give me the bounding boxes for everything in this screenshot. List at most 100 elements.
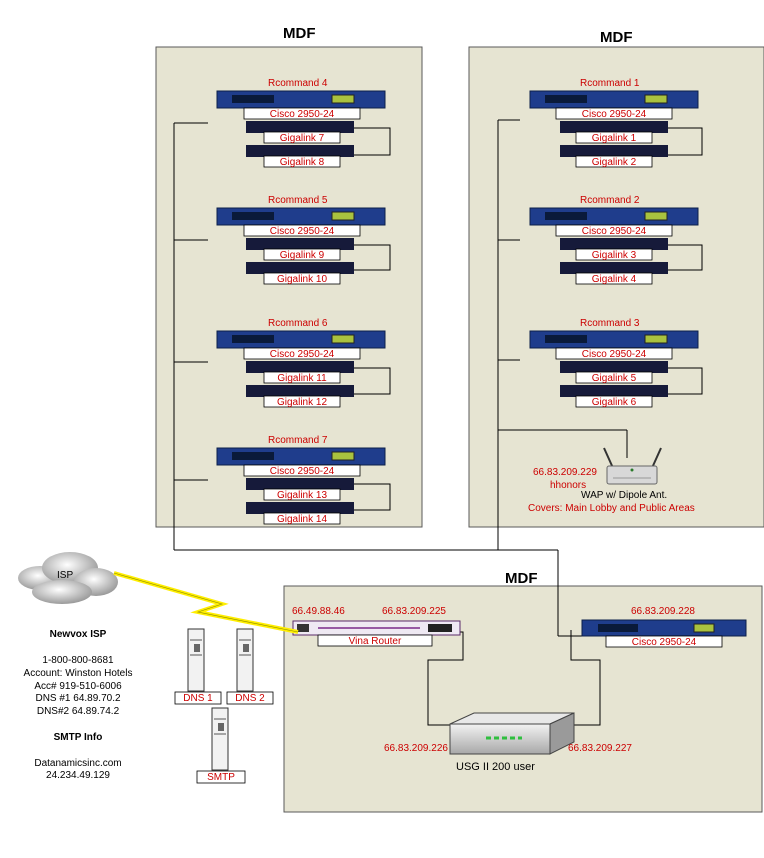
gigalink-label: Gigalink 1 <box>592 133 637 144</box>
gigalink-icon <box>560 262 668 274</box>
switch-ports-icon <box>545 212 587 220</box>
mdf-bottom-title: MDF <box>505 570 538 587</box>
gigalink-icon <box>246 121 354 133</box>
wap-coverage: Covers: Main Lobby and Public Areas <box>528 503 695 514</box>
gigalink-icon <box>560 145 668 157</box>
dns2-server <box>236 628 254 692</box>
group-title: Rcommand 6 <box>268 318 328 329</box>
group-title: Rcommand 3 <box>580 318 640 329</box>
switch-label: Cisco 2950-24 <box>270 349 335 360</box>
isp-cloud-label: ISP <box>57 570 73 581</box>
gigalink-label-box <box>575 248 653 261</box>
switch-label: Cisco 2950-24 <box>582 226 647 237</box>
switch-label: Cisco 2950-24 <box>270 226 335 237</box>
gigalink-icon <box>246 502 354 514</box>
wan-link-lightning-icon <box>113 571 299 634</box>
switch-label-box <box>243 224 361 237</box>
gigalink-label-box <box>263 248 341 261</box>
switch-label-box <box>555 224 673 237</box>
gigalink-label: Gigalink 14 <box>277 514 327 525</box>
firewall-ip-left: 66.83.209.226 <box>384 743 448 754</box>
right-backbone-wires <box>497 119 628 550</box>
gigalink-label-box <box>263 131 341 144</box>
switch-ports-icon <box>232 95 274 103</box>
group-rcommand-2: Rcommand 2 Cisco 2950-24 Gigalink 3 Giga… <box>529 195 703 285</box>
smtp-heading: SMTP Info <box>54 732 103 743</box>
gigalink-icon <box>246 145 354 157</box>
wap-icon <box>606 465 658 485</box>
router-label-box <box>317 634 433 647</box>
mdf-left-title: MDF <box>283 25 316 42</box>
switch-label-box <box>555 347 673 360</box>
gigalink-label: Gigalink 3 <box>592 250 637 261</box>
vina-router <box>292 620 461 636</box>
gigalink-label-box <box>263 395 341 408</box>
group-rcommand-6: Rcommand 6 Cisco 2950-24 Gigalink 11 Gig… <box>216 318 391 408</box>
server-icon <box>187 628 205 692</box>
gigalink-label: Gigalink 5 <box>592 373 637 384</box>
gigalink-icon <box>560 361 668 373</box>
antenna-right-icon <box>651 447 662 469</box>
group-title: Rcommand 5 <box>268 195 328 206</box>
gigalink-uplink-wire <box>668 127 703 156</box>
gigalink-icon <box>246 238 354 250</box>
isp-dns2: DNS#2 64.89.74.2 <box>37 706 120 717</box>
group-rcommand-3: Rcommand 3 Cisco 2950-24 Gigalink 5 Giga… <box>529 318 703 408</box>
switch-module-icon <box>331 451 355 461</box>
isp-heading: Newvox ISP <box>50 629 107 640</box>
gigalink-uplink-wire <box>354 244 391 271</box>
gigalink-icon <box>246 262 354 274</box>
dns1-server <box>187 628 205 692</box>
gigalink-label: Gigalink 4 <box>592 274 637 285</box>
usg-firewall <box>449 712 575 755</box>
firewall-ip-right: 66.83.209.227 <box>568 743 632 754</box>
gigalink-label: Gigalink 2 <box>592 157 637 168</box>
switch-label: Cisco 2950-24 <box>270 466 335 477</box>
switch-label: Cisco 2950-24 <box>582 349 647 360</box>
group-title: Rcommand 1 <box>580 78 640 89</box>
firewall-label: USG II 200 user <box>456 761 535 773</box>
switch-module-icon <box>331 211 355 221</box>
gigalink-icon <box>246 385 354 397</box>
switch-ports-icon <box>232 335 274 343</box>
isp-cloud-icon <box>18 552 118 604</box>
switch-module-icon <box>331 334 355 344</box>
gigalink-label-box <box>575 272 653 285</box>
wap-label: WAP w/ Dipole Ant. <box>581 490 667 501</box>
server-icon <box>236 628 254 692</box>
gigalink-label-box <box>575 395 653 408</box>
isp-dns1: DNS #1 64.89.70.2 <box>35 693 120 704</box>
dns2-label-box <box>226 691 274 705</box>
smtp-ip: 24.234.49.129 <box>46 770 110 781</box>
switch-label: Cisco 2950-24 <box>270 109 335 120</box>
gigalink-label-box <box>263 155 341 168</box>
gigalink-uplink-wire <box>354 127 391 156</box>
core-switch <box>581 619 747 637</box>
gigalink-icon <box>560 385 668 397</box>
gigalink-label: Gigalink 7 <box>280 133 325 144</box>
router-ip-right: 66.83.209.225 <box>382 606 446 617</box>
core-switch-ip: 66.83.209.228 <box>631 606 695 617</box>
smtp-host: Datanamicsinc.com <box>34 758 121 769</box>
isp-account: Account: Winston Hotels <box>24 668 133 679</box>
gigalink-label-box <box>575 371 653 384</box>
group-rcommand-5: Rcommand 5 Cisco 2950-24 Gigalink 9 Giga… <box>216 195 391 285</box>
group-title: Rcommand 7 <box>268 435 328 446</box>
gigalink-label-box <box>575 131 653 144</box>
switch-module-icon <box>331 94 355 104</box>
switch-ports-icon <box>598 624 638 632</box>
gigalink-label-box <box>263 488 341 501</box>
wap-ip: 66.83.209.229 <box>533 467 597 478</box>
gigalink-icon <box>560 121 668 133</box>
dns1-label-box <box>174 691 222 705</box>
switch-label-box <box>243 107 361 120</box>
wap-ssid: hhonors <box>550 480 586 491</box>
switch-module-icon <box>693 623 715 633</box>
isp-info-block: Newvox ISP 1-800-800-8681 Account: Winst… <box>24 629 133 781</box>
gigalink-uplink-wire <box>354 483 391 511</box>
gigalink-label: Gigalink 9 <box>280 250 325 261</box>
gigalink-label: Gigalink 6 <box>592 397 637 408</box>
switch-label-box <box>555 107 673 120</box>
core-switch-label-box <box>605 635 723 648</box>
gigalink-icon <box>246 478 354 490</box>
